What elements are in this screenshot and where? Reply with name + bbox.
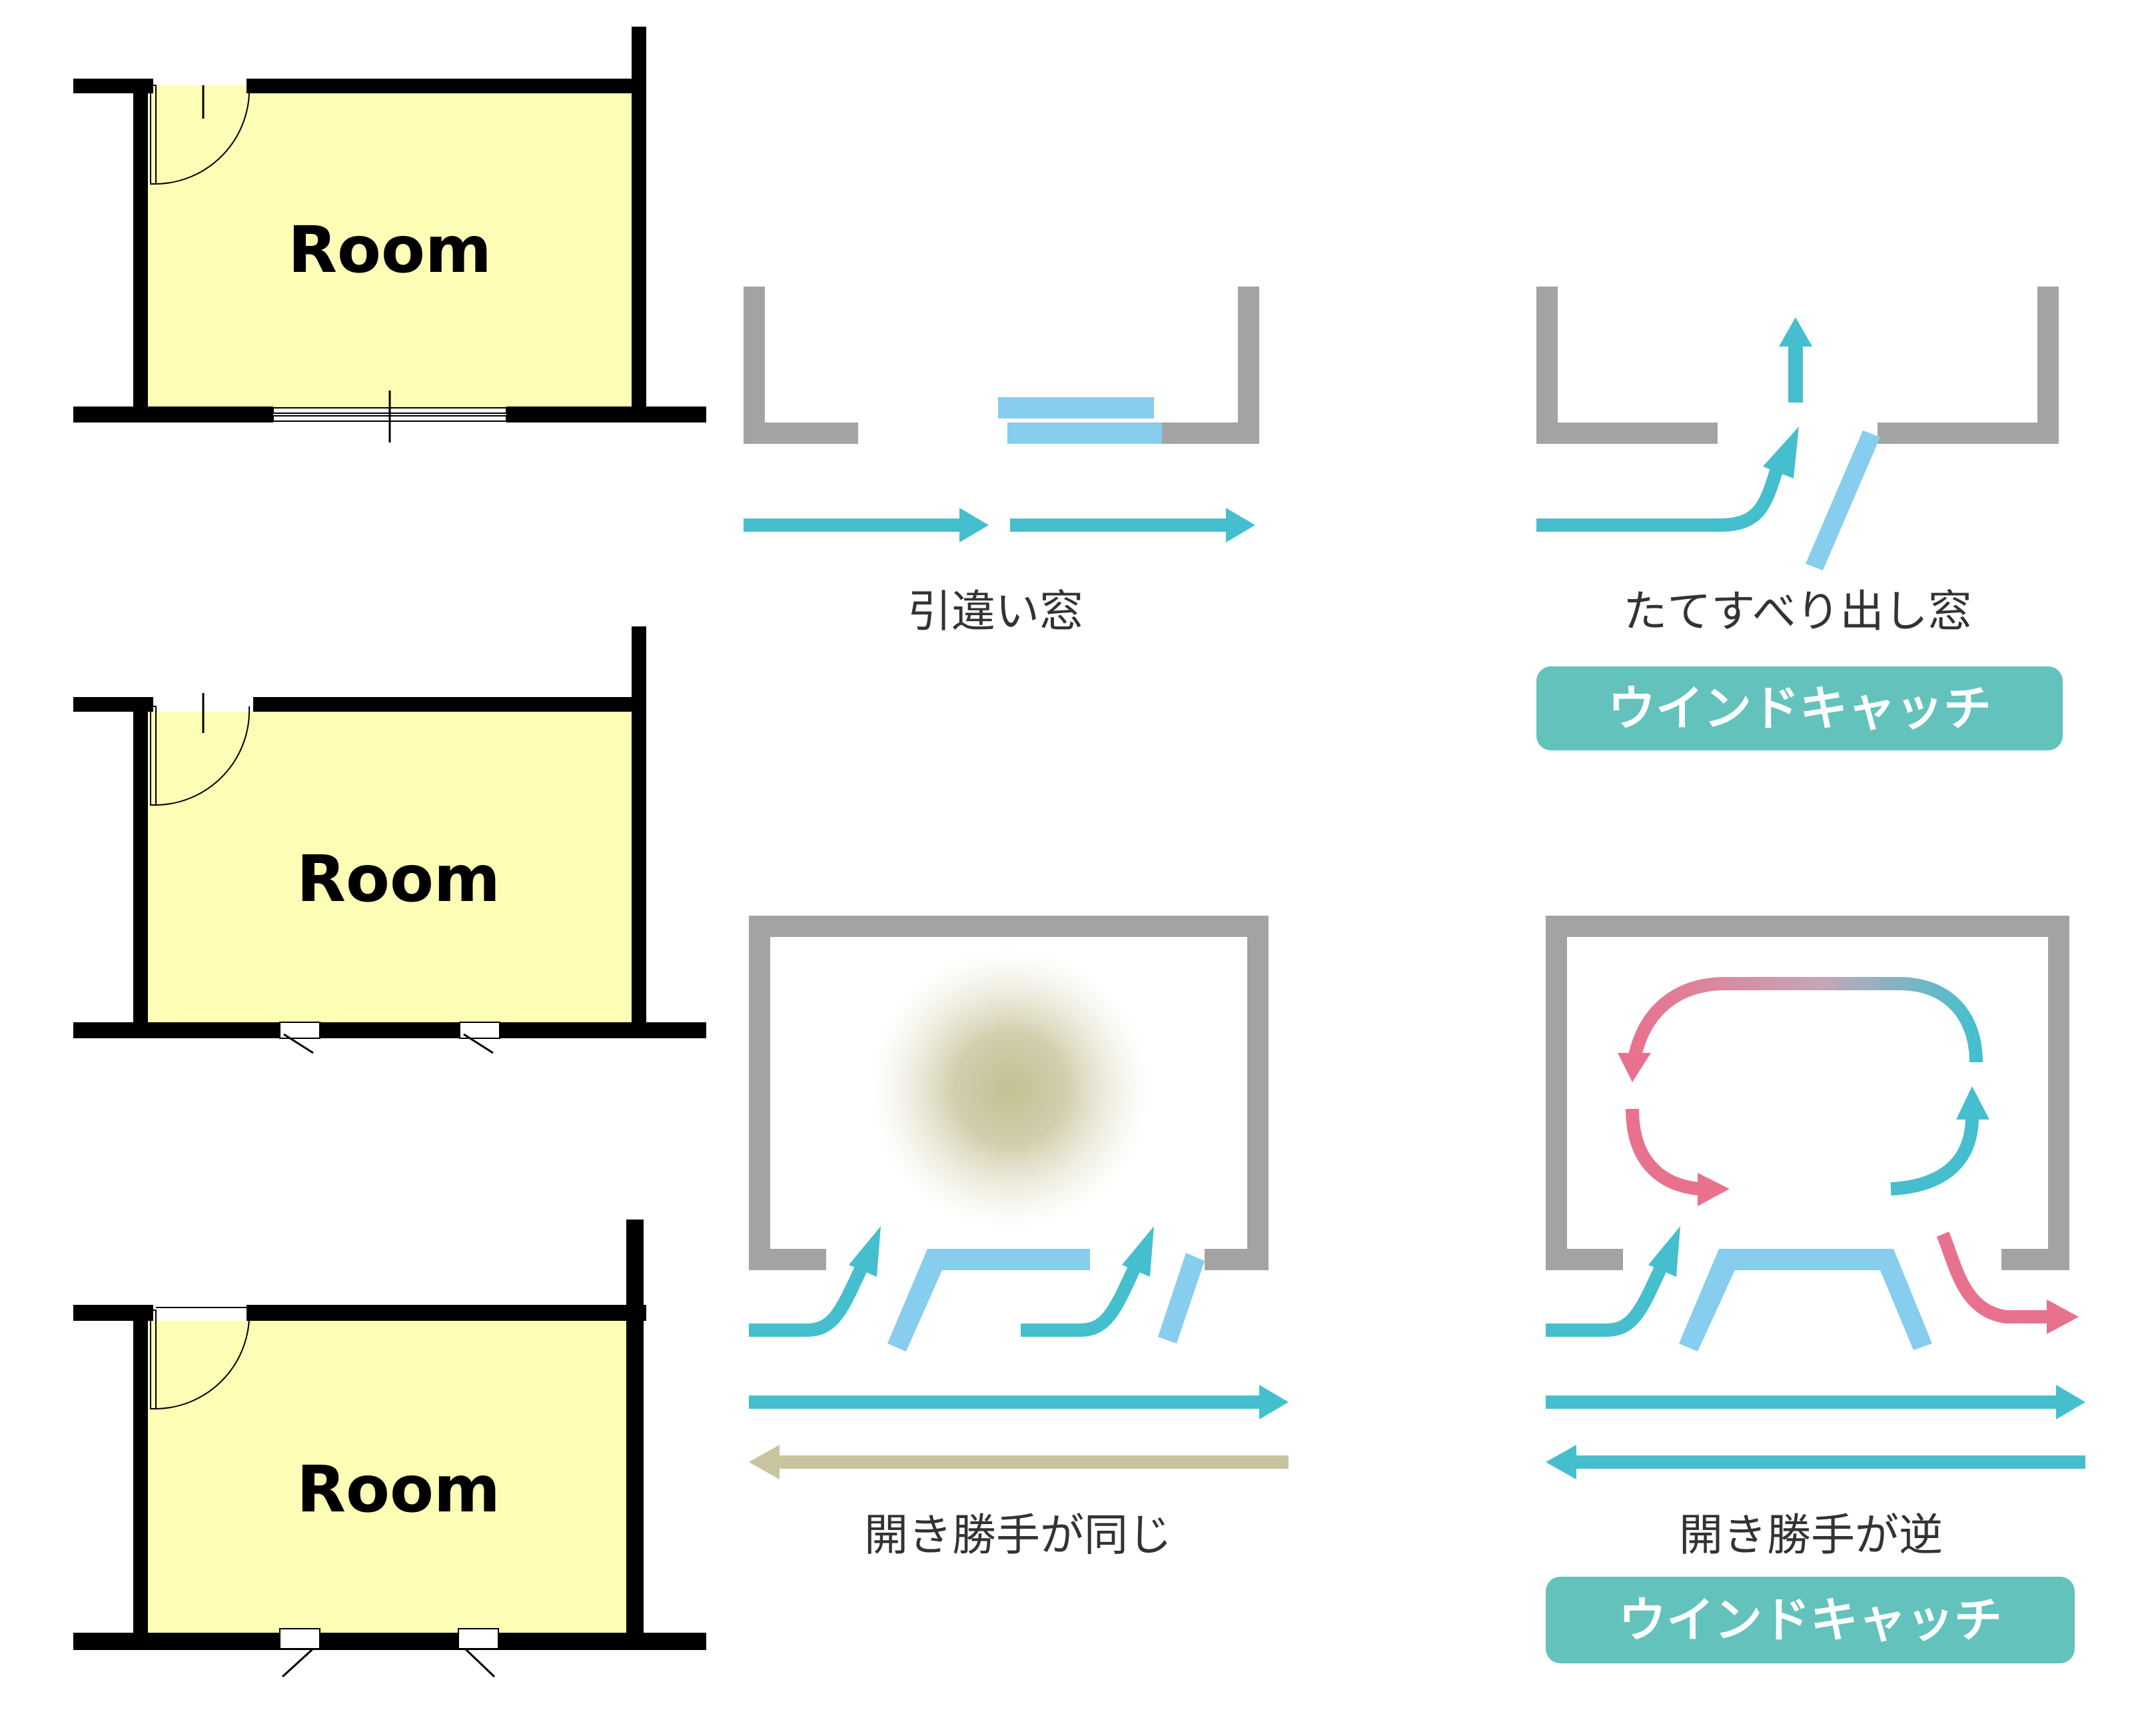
wall-top bbox=[247, 79, 646, 93]
airflow-arrow-curve-in bbox=[1546, 1226, 1680, 1337]
room-label: Room bbox=[296, 1452, 500, 1527]
floor-plan-1: Room bbox=[73, 27, 706, 442]
gray-wall-right-v bbox=[2037, 287, 2059, 444]
room-label: Room bbox=[288, 213, 492, 287]
caption-sliding-window: 引違い窓 bbox=[907, 586, 1083, 637]
floor-plan-3: Room bbox=[73, 1220, 706, 1678]
badge-wind-catch-bottom: ウインドキャッチ bbox=[1546, 1577, 2075, 1663]
gray-wall-left bbox=[1546, 916, 1567, 1270]
caption-same-opening: 開き勝手が同じ bbox=[864, 1509, 1172, 1561]
airflow-arrow-2 bbox=[1010, 508, 1255, 542]
gray-wall-bottom-left bbox=[749, 1249, 826, 1270]
gray-wall-left-v bbox=[744, 287, 765, 444]
floor-plan-2: Room bbox=[73, 626, 706, 1054]
caption-opposite-opening: 開き勝手が逆 bbox=[1679, 1509, 1943, 1561]
casement-sash-left bbox=[887, 1249, 1090, 1351]
wall-bottom-left bbox=[73, 407, 273, 423]
room-floor bbox=[145, 1321, 632, 1641]
sliding-sash-outer bbox=[998, 397, 1154, 419]
gray-wall-left-v bbox=[1536, 287, 1558, 444]
wall-left bbox=[133, 697, 148, 1032]
outside-wind-arrow-right bbox=[1546, 1385, 2085, 1419]
gray-wall-right bbox=[2048, 916, 2069, 1270]
wall-top bbox=[253, 697, 646, 712]
gray-wall-top bbox=[749, 916, 1269, 937]
gray-wall-right-v bbox=[1238, 287, 1259, 444]
door-swing bbox=[150, 85, 251, 185]
gray-wall-right bbox=[1247, 916, 1269, 1270]
airflow-arrow-curve bbox=[1536, 427, 1799, 532]
gray-wall-right-h bbox=[1878, 423, 2059, 444]
casement-sash-right bbox=[1158, 1253, 1205, 1343]
airflow-arrow-curve-left bbox=[749, 1226, 881, 1337]
room-label: Room bbox=[296, 842, 500, 916]
gray-wall-top bbox=[1546, 916, 2069, 937]
gray-wall-bottom-right bbox=[2001, 1249, 2069, 1270]
casement-window-symbol-right bbox=[459, 1022, 500, 1054]
badge-wind-catch-top: ウインドキャッチ bbox=[1536, 666, 2063, 750]
airflow-arrow-up bbox=[1779, 317, 1812, 403]
airflow-arrow-1 bbox=[744, 508, 989, 542]
wall-bottom bbox=[73, 1633, 706, 1650]
caption-vertical-slide-window: たてすべり出し窓 bbox=[1623, 586, 1971, 637]
badge-wind-catch-label: ウインドキャッチ bbox=[1618, 1592, 2002, 1648]
circulation-loop bbox=[1618, 977, 1989, 1206]
casement-window-symbol-left bbox=[279, 1022, 320, 1054]
badge-wind-catch-label: ウインドキャッチ bbox=[1608, 680, 1991, 736]
airflow-arrow-curve-right bbox=[1021, 1226, 1154, 1337]
wall-left bbox=[133, 79, 148, 420]
sliding-window-diagram: 引違い窓 bbox=[744, 287, 1259, 637]
casement-sash bbox=[1806, 430, 1880, 570]
wall-right bbox=[626, 1220, 644, 1641]
gray-wall-right-h bbox=[1159, 423, 1259, 444]
gray-wall-left-h bbox=[744, 423, 858, 444]
wall-left bbox=[133, 1305, 148, 1641]
outside-wind-arrow-left bbox=[1546, 1445, 2085, 1479]
airflow-arrow-curve-out bbox=[1936, 1232, 2079, 1334]
sliding-sash-inner bbox=[1007, 423, 1162, 444]
room-floor bbox=[145, 85, 638, 413]
casement-window-symbol-right bbox=[458, 1628, 499, 1678]
vertical-slide-window-diagram: たてすべり出し窓 ウインドキャッチ bbox=[1536, 287, 2063, 750]
door-swing bbox=[150, 693, 251, 806]
door-swing bbox=[150, 1307, 251, 1409]
wall-bottom-right bbox=[506, 407, 706, 423]
wall-right bbox=[632, 626, 646, 1032]
wall-bottom bbox=[73, 1022, 706, 1038]
casement-sash-pair bbox=[1679, 1249, 1932, 1351]
gray-wall-left-h bbox=[1536, 423, 1718, 444]
wall-top bbox=[247, 1305, 646, 1321]
sliding-window-symbol bbox=[272, 391, 507, 442]
gray-wall-bottom-left bbox=[1546, 1249, 1623, 1270]
wall-right bbox=[632, 27, 646, 420]
gray-wall-left bbox=[749, 916, 770, 1270]
stagnant-air-zone bbox=[870, 949, 1150, 1229]
gray-wall-bottom-right bbox=[1205, 1249, 1269, 1270]
room-floor bbox=[145, 712, 638, 1029]
casement-window-symbol-left bbox=[279, 1628, 320, 1678]
opposite-opening-diagram: 開き勝手が逆 ウインドキャッチ bbox=[1546, 916, 2085, 1663]
outside-wind-arrow-left bbox=[749, 1445, 1289, 1479]
outside-wind-arrow-right bbox=[749, 1385, 1289, 1419]
same-opening-diagram: 開き勝手が同じ bbox=[749, 916, 1289, 1561]
